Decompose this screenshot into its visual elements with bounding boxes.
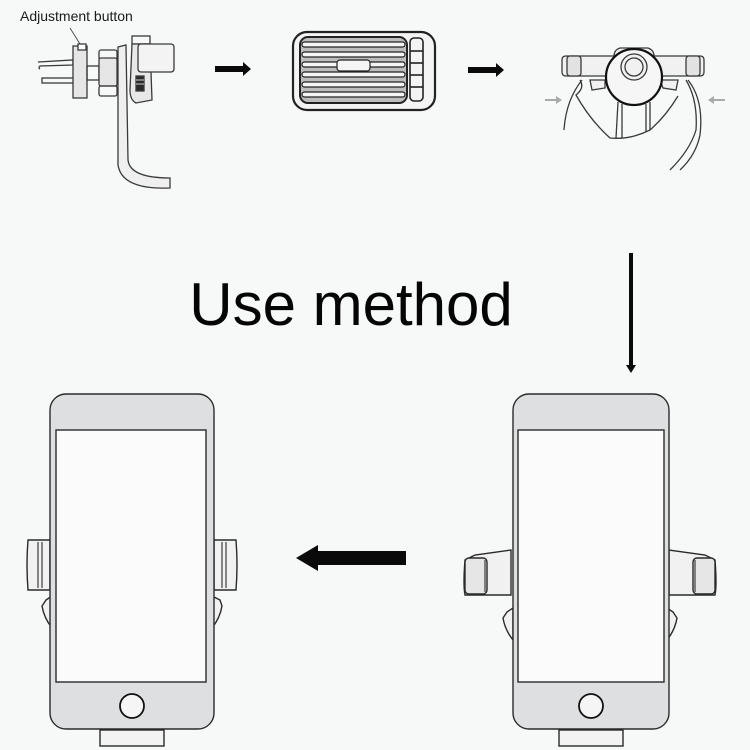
page-title: Use method: [189, 271, 513, 338]
phone-clamped-illustration: [26, 393, 238, 747]
arrow-right-icon: [215, 62, 251, 76]
arrow-down-icon: [626, 253, 636, 373]
air-vent-illustration: [291, 30, 437, 112]
arrow-right-icon: [468, 63, 504, 77]
phone-open-illustration: [463, 393, 717, 747]
vent-clip-side-view: [37, 27, 175, 189]
adjustment-button-label: Adjustment button: [20, 8, 133, 24]
squeeze-clamp-illustration: [545, 47, 725, 171]
arrow-left-icon: [296, 545, 406, 571]
